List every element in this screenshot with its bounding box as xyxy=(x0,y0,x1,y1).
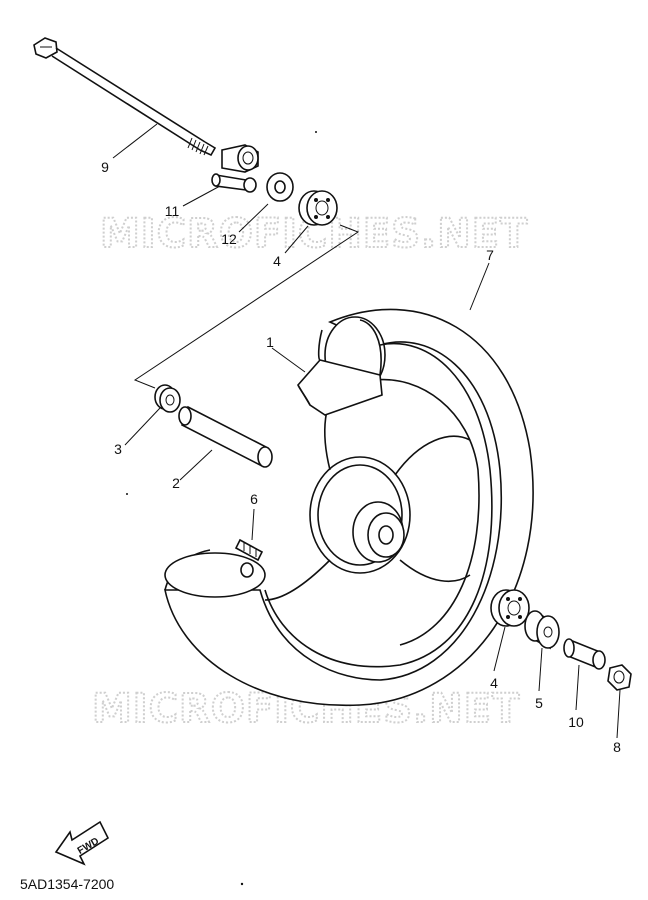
gear-unit xyxy=(211,144,259,193)
callout-9: 9 xyxy=(101,159,109,175)
leader-lines xyxy=(112,123,621,739)
nut xyxy=(607,664,632,691)
callout-12: 12 xyxy=(221,231,237,247)
bearing-upper xyxy=(298,190,338,226)
bearing-lower xyxy=(490,589,530,627)
callout-6: 6 xyxy=(250,491,258,507)
callout-4-upper: 4 xyxy=(273,253,281,269)
callout-7: 7 xyxy=(486,247,494,263)
callout-5: 5 xyxy=(535,695,543,711)
stray-dot xyxy=(126,493,128,495)
callout-1: 1 xyxy=(266,334,274,350)
spacer-small xyxy=(563,638,606,670)
air-valve xyxy=(234,538,264,578)
collar-right xyxy=(524,610,560,650)
axle-bolt xyxy=(33,37,217,157)
stray-dot xyxy=(315,131,317,133)
stray-dot xyxy=(240,882,244,886)
spacer-tube xyxy=(178,405,273,468)
fwd-arrow: FWD xyxy=(54,820,110,866)
callout-2: 2 xyxy=(172,475,180,491)
callout-4-lower: 4 xyxy=(490,675,498,691)
callout-8: 8 xyxy=(613,739,621,755)
wheel-assembly xyxy=(164,308,534,707)
assembly-leader xyxy=(133,224,360,389)
callout-11: 11 xyxy=(165,203,180,219)
callout-3: 3 xyxy=(114,441,122,457)
washer xyxy=(266,172,294,202)
callout-10: 10 xyxy=(568,714,584,730)
collar-left xyxy=(154,384,181,413)
diagram-code: 5AD1354-7200 xyxy=(20,876,114,892)
